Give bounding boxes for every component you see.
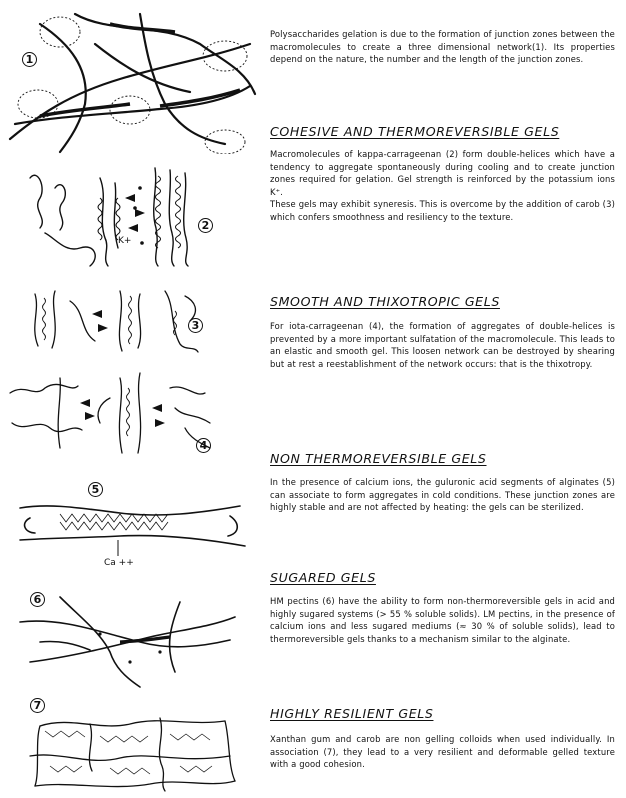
section-paragraph: HM pectins (6) have the ability to form … (270, 595, 615, 645)
figure-1-network: 1 (0, 4, 260, 154)
section-paragraph: For iota-carrageenan (4), the formation … (270, 320, 615, 370)
figure-7-xanthan-carob: 7 (0, 696, 260, 798)
figure-4-iota-carrageenan: 4 (0, 368, 260, 458)
figure-number: 6 (30, 592, 45, 607)
section-body: For iota-carrageenan (4), the formation … (270, 320, 615, 370)
figure-5-alginate: 5 Ca ++ (0, 478, 260, 578)
figure-number: 1 (22, 52, 37, 67)
potassium-ion-label: K+ (118, 236, 131, 246)
section-paragraph: Xanthan gum and carob are non gelling co… (270, 733, 615, 771)
figure-6-pectin: 6 (0, 592, 260, 692)
figure-number: 5 (88, 482, 103, 497)
section-paragraph: These gels may exhibit syneresis. This i… (270, 198, 615, 223)
section-heading: SMOOTH AND THIXOTROPIC GELS (270, 294, 500, 309)
figure-number: 3 (188, 318, 203, 333)
figure-3-carob-gel: 3 (0, 286, 260, 356)
calcium-ion-label: Ca ++ (104, 558, 134, 568)
section-body: Xanthan gum and carob are non gelling co… (270, 733, 615, 771)
figure-number: 4 (196, 438, 211, 453)
section-heading: NON THERMOREVERSIBLE GELS (270, 451, 487, 466)
intro-text: Polysaccharides gelation is due to the f… (270, 28, 615, 66)
section-body: Macromolecules of kappa-carrageenan (2) … (270, 148, 615, 224)
section-paragraph: In the presence of calcium ions, the gul… (270, 476, 615, 514)
section-body: In the presence of calcium ions, the gul… (270, 476, 615, 514)
figure-number: 2 (198, 218, 213, 233)
intro-paragraph: Polysaccharides gelation is due to the f… (270, 28, 615, 66)
section-paragraph: Macromolecules of kappa-carrageenan (2) … (270, 148, 615, 198)
section-body: HM pectins (6) have the ability to form … (270, 595, 615, 645)
figure-number: 7 (30, 698, 45, 713)
section-heading: COHESIVE AND THERMOREVERSIBLE GELS (270, 124, 559, 139)
figure-2-kappa-carrageenan: K+ 2 (0, 158, 260, 268)
section-heading: SUGARED GELS (270, 570, 376, 585)
section-heading: HIGHLY RESILIENT GELS (270, 706, 433, 721)
